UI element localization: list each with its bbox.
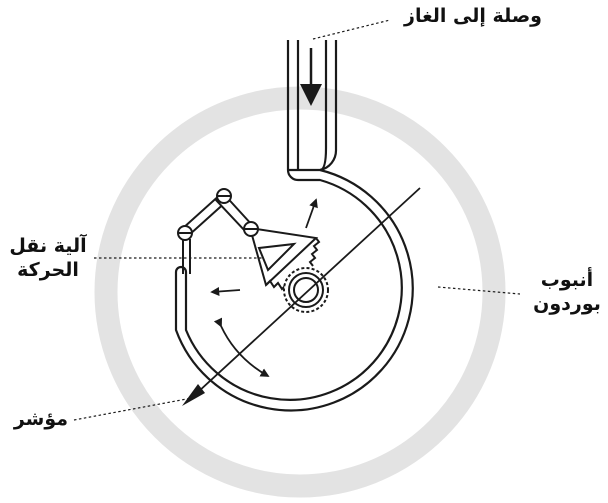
transmission-mechanism-line2: الحركة: [17, 259, 79, 281]
pinion-gear: [283, 267, 329, 313]
motion-arrows: [210, 198, 318, 377]
gas-flow-arrowhead: [300, 84, 322, 106]
bourdon-tube-label: أنبوب بوردون: [528, 268, 606, 316]
leader-lines: [73, 19, 521, 421]
gas-connection-text: وصلة إلى الغاز: [404, 5, 542, 27]
pointer-tip: [182, 384, 205, 406]
transmission-mechanism-label: آلية نقل الحركة: [6, 234, 90, 282]
pointer-text: مؤشر: [13, 408, 68, 430]
bourdon-tube-line2: بوردون: [533, 293, 601, 315]
pointer-label: مؤشر: [14, 407, 68, 431]
transmission-mechanism-line1: آلية نقل: [9, 235, 87, 257]
gas-connection-label: وصلة إلى الغاز: [396, 4, 542, 28]
gas-inlet-pipe: [296, 40, 328, 172]
sector-gear: [248, 226, 323, 300]
pivot-joints: [177, 188, 259, 241]
bourdon-tube-line1: أنبوب: [540, 269, 594, 291]
